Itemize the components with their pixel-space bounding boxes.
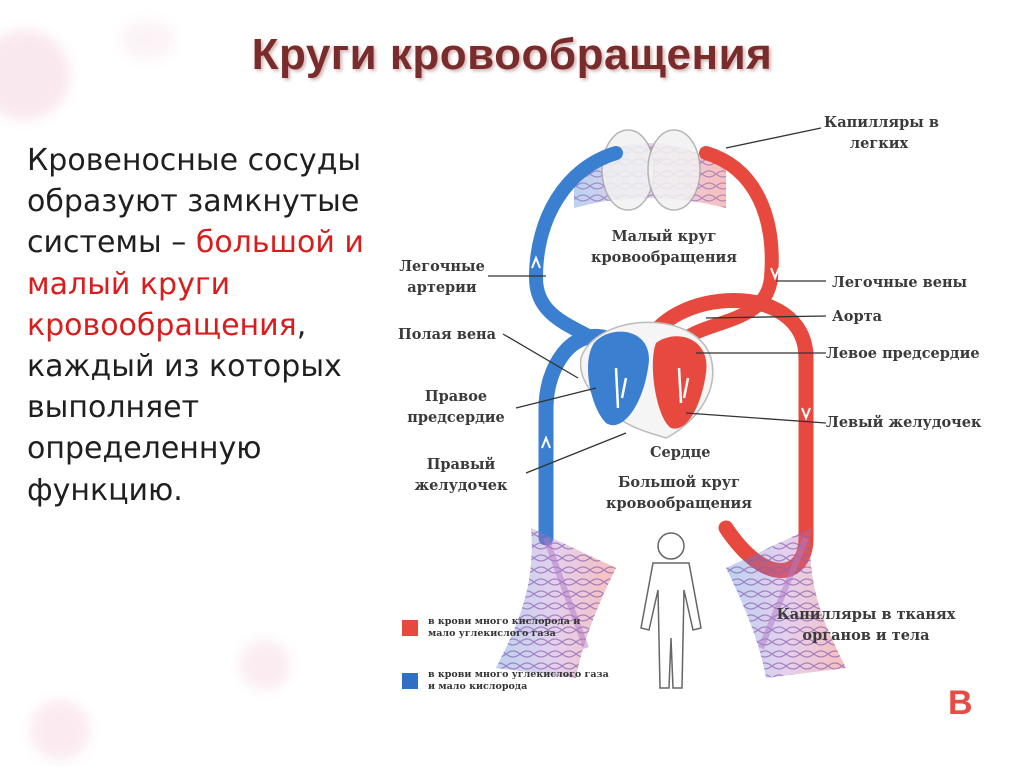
circulation-diagram: Капилляры в легких Малый круг кровообращ…	[366, 108, 1022, 744]
label-line: Правое	[424, 388, 488, 405]
background-decoration	[240, 640, 290, 690]
label-line: легких	[849, 135, 909, 152]
lung-capillaries	[574, 129, 726, 211]
label-line: Капилляры в	[824, 114, 939, 131]
label-line: Большой круг	[618, 474, 740, 491]
label-left-ventricle: Левый желудочек	[826, 414, 982, 431]
human-silhouette	[640, 532, 702, 689]
legend-text-co2-rich: в крови много углекислого газа и мало ки…	[428, 669, 609, 693]
legend-line: мало углекислого газа	[428, 628, 556, 639]
label-aorta: Аорта	[832, 308, 882, 325]
label-pulmonary-arteries: Легочные артерии	[392, 256, 492, 298]
label-heart: Сердце	[650, 444, 711, 461]
legend-swatch-co2-rich	[402, 673, 418, 689]
heart	[579, 321, 714, 439]
body-text-part: каждый из которых выполняет определенную…	[27, 349, 342, 508]
pulmonary-vein-vessel	[669, 146, 779, 355]
legend-line: в крови много углекислого газа	[428, 669, 609, 680]
label-line: артерии	[407, 279, 477, 296]
background-decoration	[0, 30, 70, 120]
background-decoration	[120, 20, 175, 60]
label-lung-capillaries: Капилляры в легких	[824, 112, 939, 154]
label-line: кровообращения	[606, 495, 752, 512]
body-text: Кровеносные сосуды образуют замкнутые си…	[27, 140, 367, 511]
label-line: Малый круг	[611, 228, 717, 245]
label-left-atrium: Левое предсердие	[826, 345, 980, 362]
label-line: Правый	[426, 456, 496, 473]
label-vena-cava: Полая вена	[398, 326, 497, 343]
label-pulmonary-veins: Легочные вены	[832, 274, 968, 291]
flow-arrows	[531, 255, 811, 449]
label-small-circle: Малый круг кровообращения	[584, 226, 744, 268]
label-right-ventricle: Правый желудочек	[406, 454, 516, 496]
legend-text-oxygen-rich: в крови много кислорода и мало углекисло…	[428, 616, 580, 640]
label-line: органов и тела	[802, 627, 930, 644]
label-line: предсердие	[407, 409, 505, 426]
label-line: Легочные	[399, 258, 485, 275]
tissue-capillaries	[496, 528, 846, 678]
slide-title: Круги кровообращения	[251, 30, 773, 79]
label-big-circle: Большой круг кровообращения	[594, 472, 764, 514]
label-right-atrium: Правое предсердие	[396, 386, 516, 428]
label-line: кровообращения	[591, 249, 737, 266]
label-tissue-capillaries: Капилляры в тканях органов и тела	[766, 604, 966, 646]
background-decoration	[30, 700, 90, 760]
label-line: желудочек	[414, 477, 508, 494]
vena-cava-vessel	[538, 329, 614, 546]
circulation-drawing	[488, 127, 846, 689]
legend-line: в крови много кислорода и	[428, 616, 581, 627]
figure-badge: B	[948, 684, 973, 722]
legend-line: и мало кислорода	[428, 681, 528, 692]
body-text-highlight: большой и малый круги кровообращения	[27, 225, 364, 343]
label-line: Капилляры в тканях	[776, 606, 956, 623]
legend-swatch-oxygen-rich	[402, 620, 418, 636]
body-text-comma: ,	[296, 307, 307, 343]
body-text-part: Кровеносные сосуды образуют замкнутые си…	[27, 143, 362, 261]
leader-lines	[488, 127, 827, 474]
